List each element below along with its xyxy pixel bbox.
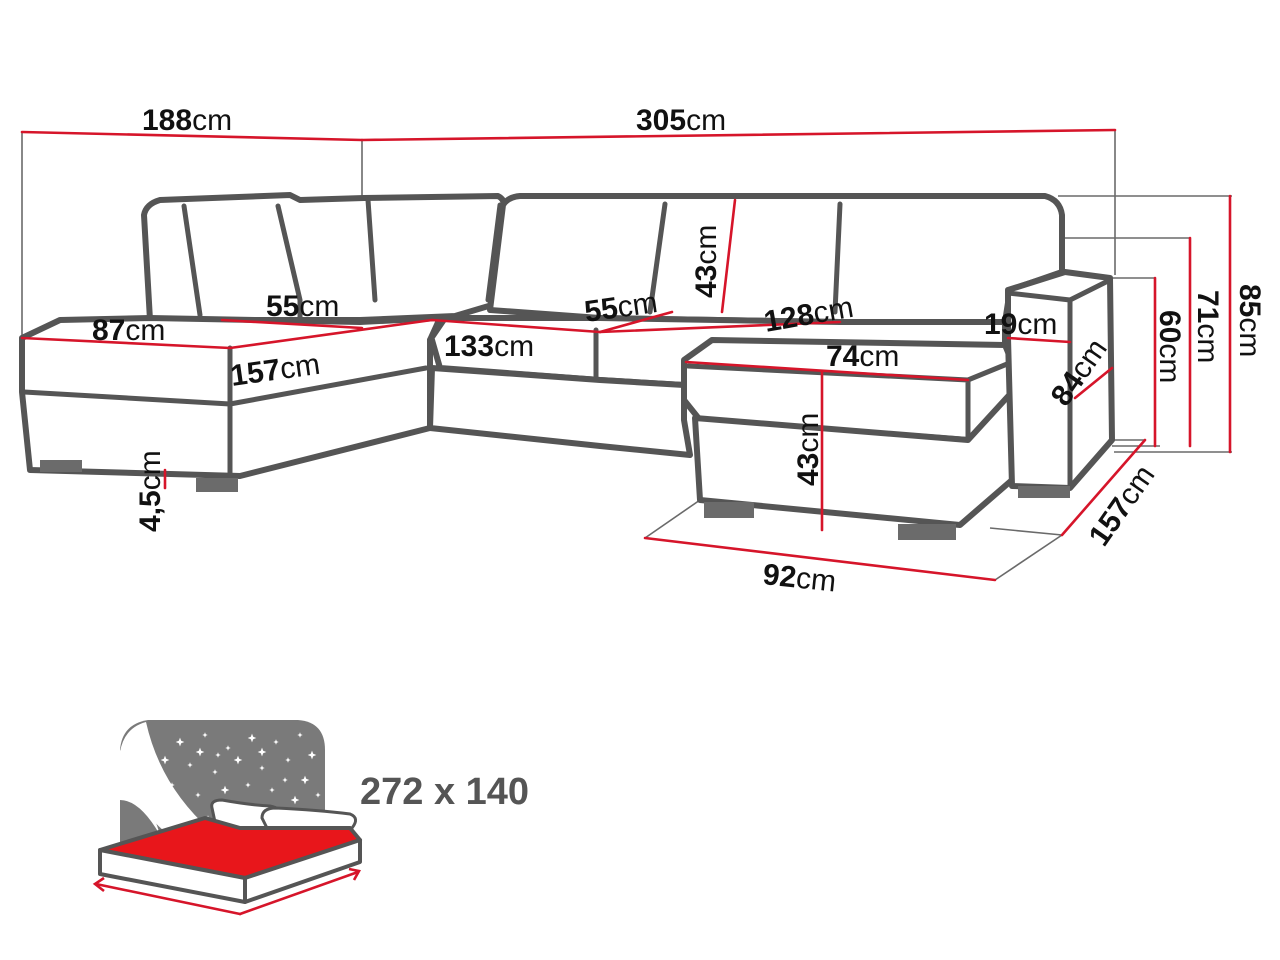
mattress-front bbox=[243, 838, 362, 904]
label-188: 188cm bbox=[142, 104, 232, 137]
star-icon bbox=[215, 752, 221, 758]
foot bbox=[704, 502, 754, 518]
dim-line-133 bbox=[430, 318, 602, 334]
dim-line-84 bbox=[1073, 366, 1114, 400]
star-icon bbox=[195, 747, 205, 757]
star-icon bbox=[160, 755, 170, 765]
label-19: 19cm bbox=[984, 308, 1057, 341]
dim-line-92 bbox=[643, 536, 997, 582]
star-icon bbox=[282, 777, 288, 783]
dim-line-128 bbox=[598, 320, 842, 334]
label-128: 128cm bbox=[761, 291, 855, 339]
dim-line-305 bbox=[360, 128, 1117, 142]
star-icon bbox=[175, 737, 185, 747]
star-icon bbox=[247, 733, 257, 743]
star-icon bbox=[187, 762, 193, 768]
star-icon bbox=[195, 792, 201, 798]
star-icon bbox=[290, 795, 300, 805]
dim-line-157-left bbox=[228, 318, 434, 350]
dim-line-19 bbox=[1006, 336, 1072, 344]
star-icon bbox=[183, 809, 189, 815]
dim-line-87 bbox=[20, 336, 232, 350]
dim-line-43-back bbox=[720, 198, 737, 314]
foot bbox=[898, 524, 956, 540]
dim-line-188 bbox=[20, 130, 364, 142]
label-157-left: 157cm bbox=[228, 348, 322, 393]
dim-line-55-left bbox=[220, 318, 364, 330]
star-icon bbox=[273, 739, 279, 745]
sleeping-bed-icon bbox=[92, 720, 362, 916]
dim-line-55-center bbox=[598, 310, 674, 334]
foot bbox=[196, 478, 238, 492]
extension-lines bbox=[21, 130, 1232, 581]
label-74: 74cm bbox=[826, 340, 899, 373]
dim-line-74 bbox=[684, 360, 970, 382]
label-60: 60cm bbox=[1153, 310, 1186, 383]
star-icon bbox=[245, 782, 251, 788]
label-85: 85cm bbox=[1233, 284, 1266, 357]
sofa-drawing bbox=[19, 192, 1115, 540]
label-55-left: 55cm bbox=[266, 290, 339, 323]
label-87: 87cm bbox=[92, 314, 165, 347]
center-seat-front bbox=[427, 365, 693, 458]
star-icon bbox=[269, 787, 275, 793]
dim-line-157-right bbox=[1060, 438, 1147, 537]
label-43-back: 43cm bbox=[690, 225, 723, 298]
star-icon bbox=[233, 755, 243, 765]
foot bbox=[1018, 486, 1070, 498]
star-icon bbox=[220, 785, 230, 795]
foot bbox=[40, 460, 82, 472]
dimension-lines bbox=[20, 128, 1232, 582]
label-92: 92cm bbox=[761, 558, 837, 598]
bed-size-text: 272 x 140 bbox=[360, 771, 529, 813]
star-icon bbox=[225, 745, 231, 751]
star-icon bbox=[202, 732, 208, 738]
label-43-ottoman: 43cm bbox=[792, 413, 825, 486]
label-55-center: 55cm bbox=[582, 286, 659, 329]
star-icon bbox=[297, 732, 303, 738]
label-71: 71cm bbox=[1191, 290, 1224, 363]
star-icon bbox=[285, 757, 291, 763]
label-305: 305cm bbox=[636, 104, 726, 137]
star-icon bbox=[307, 750, 317, 760]
label-133: 133cm bbox=[444, 330, 534, 363]
star-icon bbox=[315, 792, 321, 798]
label-157-right: 157cm bbox=[1083, 459, 1162, 552]
star-icon bbox=[169, 782, 175, 788]
star-icon bbox=[259, 765, 265, 771]
armrest bbox=[1005, 269, 1115, 491]
star-icon bbox=[257, 747, 267, 757]
label-4-5: 4,5cm bbox=[134, 450, 167, 532]
star-icon bbox=[212, 769, 218, 775]
star-icon bbox=[300, 775, 310, 785]
